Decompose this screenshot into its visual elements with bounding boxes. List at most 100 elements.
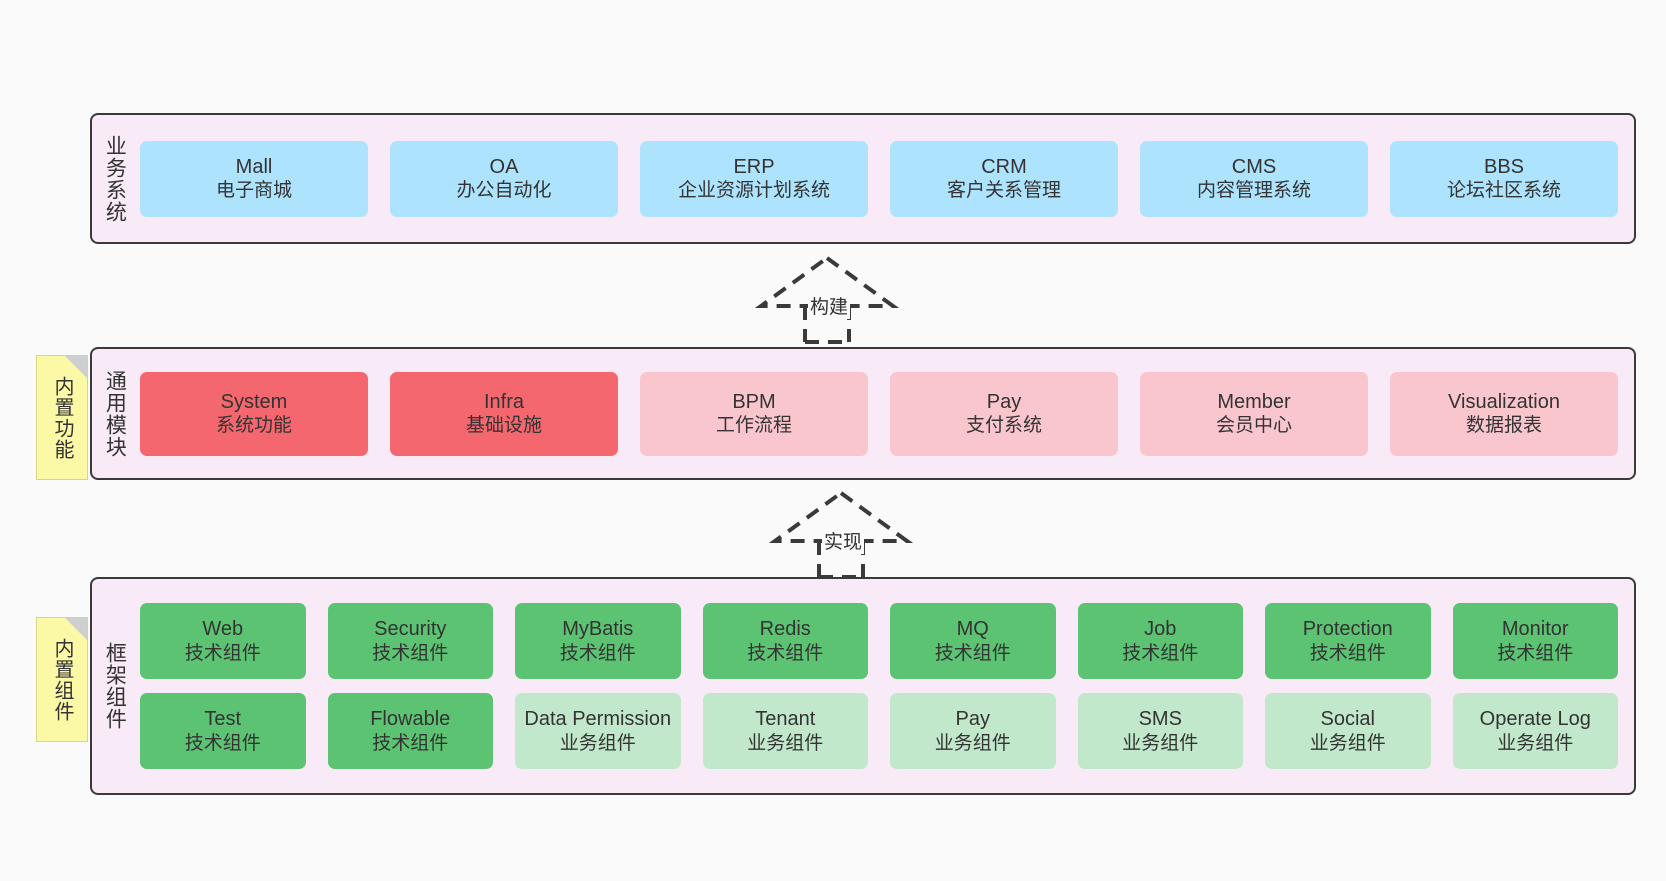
card-subtitle: 技术组件 — [1122, 642, 1199, 664]
note-label: 内置功能 — [51, 375, 73, 460]
card-subtitle: 技术组件 — [1309, 642, 1386, 664]
card-subtitle: 技术组件 — [372, 642, 449, 664]
connector-implement-label: 实现 — [822, 527, 865, 554]
card-title: CRM — [981, 155, 1027, 178]
card-title: System — [220, 390, 288, 413]
card-title: Tenant — [755, 708, 816, 731]
card-protection[interactable]: Protection 技术组件 — [1265, 603, 1431, 679]
framework-business-row: Test 技术组件 Flowable 技术组件 Data Permission … — [140, 693, 1618, 769]
card-title: Infra — [483, 390, 525, 413]
card-subtitle: 业务组件 — [747, 732, 824, 754]
card-title: Pay — [986, 390, 1022, 413]
card-infra[interactable]: Infra 基础设施 — [390, 371, 618, 456]
card-title: MyBatis — [562, 618, 634, 641]
card-erp[interactable]: ERP 企业资源计划系统 — [640, 140, 868, 217]
card-member[interactable]: Member 会员中心 — [1140, 371, 1368, 456]
card-subtitle: 业务组件 — [1497, 732, 1574, 754]
card-security[interactable]: Security 技术组件 — [327, 603, 493, 679]
card-tenant[interactable]: Tenant 业务组件 — [702, 693, 868, 769]
card-redis[interactable]: Redis 技术组件 — [702, 603, 868, 679]
card-title: Social — [1320, 708, 1375, 731]
card-subtitle: 技术组件 — [1497, 642, 1574, 664]
card-system[interactable]: System 系统功能 — [140, 371, 368, 456]
layer-modules-title: 通用模块 — [103, 369, 127, 458]
card-subtitle: 客户关系管理 — [946, 180, 1061, 202]
card-subtitle: 论坛社区系统 — [1446, 180, 1561, 202]
card-cms[interactable]: CMS 内容管理系统 — [1140, 140, 1368, 217]
card-mq[interactable]: MQ 技术组件 — [890, 603, 1056, 679]
card-title: CMS — [1231, 155, 1277, 178]
card-subtitle: 支付系统 — [965, 415, 1042, 437]
card-mybatis[interactable]: MyBatis 技术组件 — [515, 603, 681, 679]
card-subtitle: 数据报表 — [1465, 415, 1542, 437]
card-subtitle: 内容管理系统 — [1196, 180, 1311, 202]
card-title: Visualization — [1448, 390, 1560, 413]
card-title: Redis — [759, 618, 811, 641]
card-title: Flowable — [370, 708, 451, 731]
layer-business-systems: 业务系统 Mall 电子商城 OA 办公自动化 ERP 企业资源计划系统 CRM… — [90, 113, 1636, 244]
card-oa[interactable]: OA 办公自动化 — [390, 140, 618, 217]
connector-build-label: 构建 — [808, 292, 851, 319]
card-subtitle: 系统功能 — [215, 415, 292, 437]
card-subtitle: 技术组件 — [184, 732, 261, 754]
card-subtitle: 技术组件 — [372, 732, 449, 754]
card-sms[interactable]: SMS 业务组件 — [1077, 693, 1243, 769]
card-subtitle: 办公自动化 — [456, 180, 552, 202]
card-data-permission[interactable]: Data Permission 业务组件 — [515, 693, 681, 769]
note-builtin-features: 内置功能 — [36, 355, 88, 480]
card-title: SMS — [1138, 708, 1182, 731]
card-social[interactable]: Social 业务组件 — [1265, 693, 1431, 769]
card-title: ERP — [733, 155, 775, 178]
card-subtitle: 业务组件 — [1122, 732, 1199, 754]
card-title: Test — [204, 708, 242, 731]
modules-cards-row: System 系统功能 Infra 基础设施 BPM 工作流程 Pay 支付系统… — [140, 371, 1618, 456]
card-title: Operate Log — [1479, 708, 1591, 731]
business-cards-row: Mall 电子商城 OA 办公自动化 ERP 企业资源计划系统 CRM 客户关系… — [140, 140, 1618, 217]
card-subtitle: 技术组件 — [184, 642, 261, 664]
card-subtitle: 技术组件 — [559, 642, 636, 664]
card-pay-component[interactable]: Pay 业务组件 — [890, 693, 1056, 769]
card-bpm[interactable]: BPM 工作流程 — [640, 371, 868, 456]
card-subtitle: 业务组件 — [1309, 732, 1386, 754]
framework-tech-row: Web 技术组件 Security 技术组件 MyBatis 技术组件 Redi… — [140, 603, 1618, 679]
layer-common-modules: 通用模块 System 系统功能 Infra 基础设施 BPM 工作流程 Pay… — [90, 347, 1636, 480]
connector-build: 构建 — [752, 252, 902, 344]
note-fold-corner-icon — [65, 356, 87, 378]
card-title: Web — [202, 618, 244, 641]
card-title: Protection — [1302, 618, 1393, 641]
card-web[interactable]: Web 技术组件 — [140, 603, 306, 679]
card-title: MQ — [956, 618, 989, 641]
note-fold-corner-icon — [65, 618, 87, 640]
card-mall[interactable]: Mall 电子商城 — [140, 140, 368, 217]
card-crm[interactable]: CRM 客户关系管理 — [890, 140, 1118, 217]
layer-business-body: Mall 电子商城 OA 办公自动化 ERP 企业资源计划系统 CRM 客户关系… — [136, 115, 1634, 242]
card-pay-module[interactable]: Pay 支付系统 — [890, 371, 1118, 456]
card-title: Monitor — [1501, 618, 1569, 641]
card-title: Pay — [955, 708, 990, 731]
note-builtin-components: 内置组件 — [36, 617, 88, 742]
layer-framework-body: Web 技术组件 Security 技术组件 MyBatis 技术组件 Redi… — [136, 579, 1634, 793]
card-test[interactable]: Test 技术组件 — [140, 693, 306, 769]
card-title: BBS — [1483, 155, 1525, 178]
card-job[interactable]: Job 技术组件 — [1077, 603, 1243, 679]
connector-implement: 实现 — [766, 487, 916, 579]
card-subtitle: 企业资源计划系统 — [677, 180, 830, 202]
layer-modules-body: System 系统功能 Infra 基础设施 BPM 工作流程 Pay 支付系统… — [136, 349, 1634, 478]
note-label: 内置组件 — [51, 637, 73, 722]
card-visualization[interactable]: Visualization 数据报表 — [1390, 371, 1618, 456]
card-operate-log[interactable]: Operate Log 业务组件 — [1452, 693, 1618, 769]
card-title: Data Permission — [524, 708, 672, 731]
card-subtitle: 工作流程 — [715, 415, 792, 437]
layer-framework-components: 框架组件 Web 技术组件 Security 技术组件 MyBatis 技术组件… — [90, 577, 1636, 795]
card-monitor[interactable]: Monitor 技术组件 — [1452, 603, 1618, 679]
card-subtitle: 业务组件 — [934, 732, 1011, 754]
layer-business-title: 业务系统 — [103, 134, 127, 223]
card-subtitle: 技术组件 — [747, 642, 824, 664]
card-bbs[interactable]: BBS 论坛社区系统 — [1390, 140, 1618, 217]
card-title: Job — [1144, 618, 1177, 641]
card-subtitle: 基础设施 — [465, 415, 542, 437]
card-flowable[interactable]: Flowable 技术组件 — [327, 693, 493, 769]
card-title: OA — [489, 155, 519, 178]
layer-framework-title: 框架组件 — [103, 642, 127, 730]
card-subtitle: 会员中心 — [1215, 415, 1292, 437]
